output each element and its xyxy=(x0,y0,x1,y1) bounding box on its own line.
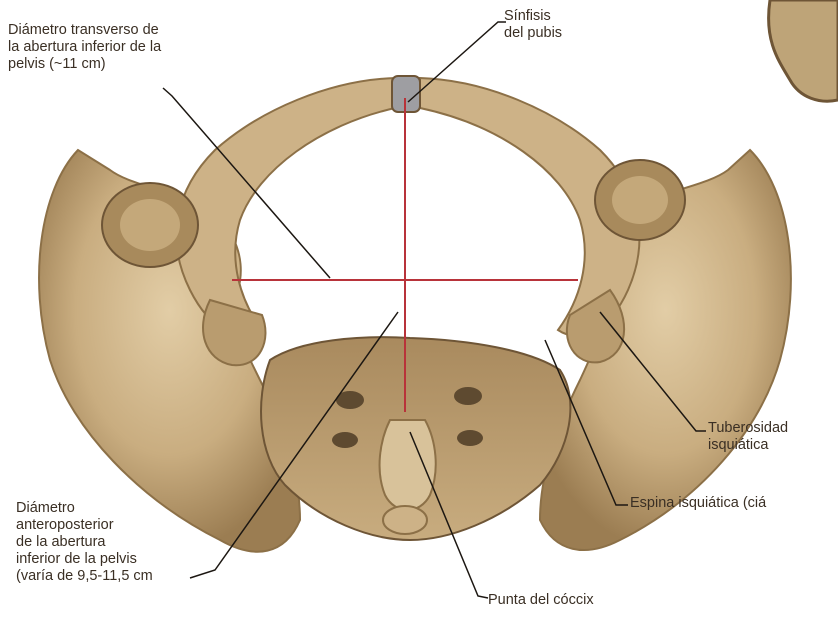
label-line: inferior de la pelvis xyxy=(16,551,153,568)
label-line: la abertura inferior de la xyxy=(8,39,161,56)
anteroposterior-diameter-label: Diámetro anteroposterior de la abertura … xyxy=(16,500,153,585)
label-line: Sínfisis xyxy=(504,8,562,25)
femur-fragment xyxy=(769,0,838,101)
ischial-tuberosity-label: Tuberosidad isquiática xyxy=(708,420,788,454)
left-ischial-tuberosity xyxy=(203,300,265,365)
pubic-symphysis-label: Sínfisis del pubis xyxy=(504,8,562,42)
label-line: pelvis (~11 cm) xyxy=(8,56,161,73)
left-pubic-ramus xyxy=(176,78,395,336)
label-line: de la abertura xyxy=(16,534,153,551)
label-line: del pubis xyxy=(504,25,562,42)
ischial-spine-label: Espina isquiática (ciá xyxy=(630,495,766,512)
label-line: Diámetro transverso de xyxy=(8,22,161,39)
label-line: Diámetro xyxy=(16,500,153,517)
coccyx-tip-label: Punta del cóccix xyxy=(488,592,594,609)
label-line: Espina isquiática (ciá xyxy=(630,495,766,512)
label-line: Tuberosidad xyxy=(708,420,788,437)
label-line: Punta del cóccix xyxy=(488,592,594,609)
label-line: isquiática xyxy=(708,437,788,454)
label-line: anteroposterior xyxy=(16,517,153,534)
coccyx xyxy=(380,420,436,510)
label-line: (varía de 9,5-11,5 cm xyxy=(16,568,153,585)
transverse-diameter-label: Diámetro transverso de la abertura infer… xyxy=(8,22,161,73)
